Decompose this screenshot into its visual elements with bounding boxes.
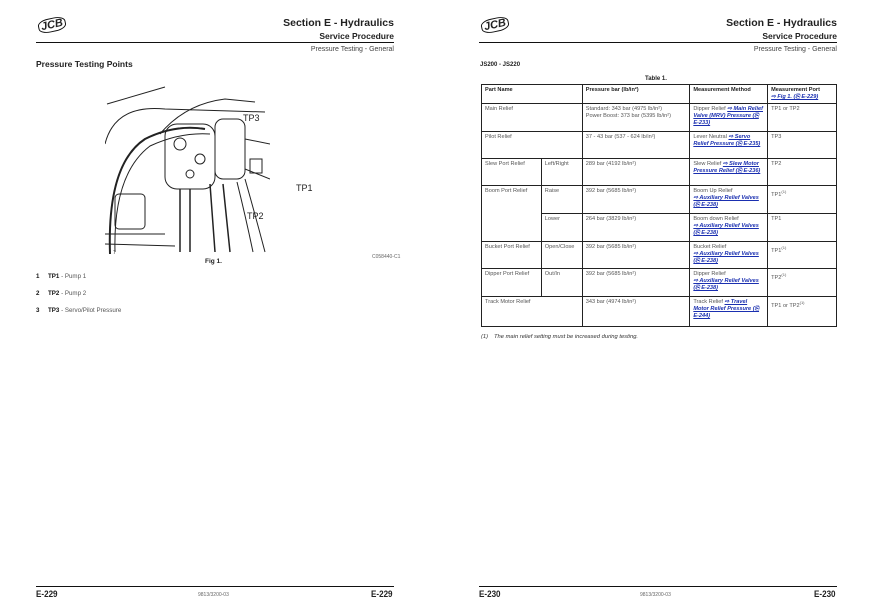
table-row: Dipper Port Relief Out/In 392 bar (5685 …	[481, 268, 837, 297]
footer-rule	[36, 586, 394, 587]
document-number: 9813/3200-03	[640, 592, 671, 598]
table-row: Boom Port Relief Raise 392 bar (5685 lb/…	[481, 185, 837, 242]
pressure-value: 343 bar (4974 lb/in²)	[581, 296, 691, 327]
section-title: Section E - Hydraulics	[283, 17, 394, 29]
pressure-value: Standard: 343 bar (4975 lb/in²)Power Boo…	[581, 103, 691, 132]
header-port: Measurement Port⇨ Fig 1. (⎘ E-229)	[767, 84, 837, 104]
direction: Raise	[540, 185, 583, 214]
page-subtitle: Pressure Testing - General	[310, 46, 394, 53]
header-rule	[36, 42, 394, 44]
part-name: Track Motor Relief	[481, 296, 583, 327]
pressure-value: 264 bar (3829 lb/in²)	[581, 213, 691, 242]
figure-corner-number: 7	[113, 250, 116, 256]
pressure-value: 392 bar (5685 lb/in²)	[581, 185, 691, 214]
procedure-link[interactable]: ⇨ Auxiliary Relief Valves (⎘ E-238)	[693, 223, 759, 236]
method: Slew Relief ⇨ Slew Motor Pressure Relief…	[689, 158, 769, 186]
direction: Open/Close	[540, 241, 583, 269]
figure-caption: Fig 1.	[205, 258, 222, 265]
method: Lever Neutral ⇨ Servo Relief Pressure (⎘…	[689, 131, 769, 159]
jcb-logo: JCB	[36, 15, 68, 35]
page-number: E-230	[814, 589, 836, 600]
procedure-title: Service Procedure	[319, 31, 394, 41]
method: Bucket Relief ⇨ Auxiliary Relief Valves …	[689, 241, 769, 269]
method: Boom down Relief ⇨ Auxiliary Relief Valv…	[689, 213, 769, 242]
header-part-name: Part Name	[481, 84, 583, 104]
section-title: Section E - Hydraulics	[726, 17, 837, 29]
procedure-link[interactable]: ⇨ Auxiliary Relief Valves (⎘ E-238)	[693, 278, 759, 291]
pressure-value: 289 bar (4192 lb/in²)	[581, 158, 691, 186]
procedure-link[interactable]: ⇨ Auxiliary Relief Valves (⎘ E-238)	[693, 195, 759, 208]
footer-rule	[479, 586, 837, 587]
tp1-label: TP1	[296, 183, 313, 193]
page-number: E-230	[479, 589, 501, 600]
procedure-link[interactable]: ⇨ Main Relief Valve (MRV) Pressure (⎘ E-…	[693, 106, 763, 126]
direction: Left/Right	[540, 158, 583, 186]
procedure-title: Service Procedure	[762, 31, 837, 41]
port: TP1(1)	[767, 185, 837, 214]
page-subtitle: Pressure Testing - General	[753, 46, 837, 53]
tp2-label: TP2	[247, 211, 264, 221]
table-row: Main Relief Standard: 343 bar (4975 lb/i…	[481, 103, 837, 132]
procedure-link[interactable]: ⇨ Auxiliary Relief Valves (⎘ E-238)	[693, 251, 759, 264]
model-label: JS200 - JS220	[480, 62, 521, 68]
port: TP2	[767, 158, 837, 186]
port: TP1	[767, 213, 837, 242]
port: TP3	[767, 131, 837, 159]
page-number: E-229	[371, 589, 393, 600]
part-name: Dipper Port Relief	[481, 268, 542, 297]
part-name: Main Relief	[481, 103, 583, 132]
pressure-table: Part Name Pressure bar (lb/in²) Measurem…	[481, 84, 837, 327]
page-heading: Pressure Testing Points	[36, 59, 133, 69]
tp3-label: TP3	[243, 113, 260, 123]
port: TP1 or TP2	[767, 103, 837, 132]
part-name: Pilot Relief	[481, 131, 583, 159]
page-number: E-229	[36, 589, 58, 600]
table-caption: Table 1.	[645, 76, 667, 82]
table-row: Lower 264 bar (3829 lb/in²) Boom down Re…	[482, 213, 837, 242]
port: TP2(1)	[767, 268, 837, 297]
fig-link[interactable]: ⇨ Fig 1. (⎘ E-229)	[771, 94, 819, 100]
procedure-link[interactable]: ⇨ Travel Motor Relief Pressure (⎘ E-244)	[693, 299, 760, 319]
pressure-value: 37 - 43 bar (537 - 624 lb/in²)	[581, 131, 691, 159]
hydraulic-pump-figure	[105, 86, 270, 255]
pressure-value: 392 bar (5685 lb/in²)	[581, 241, 691, 269]
procedure-link[interactable]: ⇨ Servo Relief Pressure (⎘ E-235)	[693, 134, 761, 147]
table-row: Slew Port Relief Left/Right 289 bar (419…	[481, 158, 837, 186]
table-row: Bucket Port Relief Open/Close 392 bar (5…	[481, 241, 837, 269]
port: TP1 or TP2(1)	[767, 296, 837, 327]
header-rule	[479, 42, 837, 44]
pressure-value: 392 bar (5685 lb/in²)	[581, 268, 691, 297]
direction: Out/In	[540, 268, 583, 297]
header-method: Measurement Method	[689, 84, 769, 104]
method: Track Relief ⇨ Travel Motor Relief Press…	[689, 296, 769, 327]
figure-code: C058440-C1	[372, 254, 401, 260]
method: Boom Up Relief ⇨ Auxiliary Relief Valves…	[689, 185, 769, 214]
method: Dipper Relief ⇨ Auxiliary Relief Valves …	[689, 268, 769, 297]
part-name: Slew Port Relief	[481, 158, 542, 186]
part-name: Boom Port Relief	[481, 185, 542, 242]
document-number: 9813/3200-03	[198, 592, 229, 598]
footnote: (1)The main relief setting must be incre…	[481, 334, 639, 340]
part-name: Bucket Port Relief	[481, 241, 542, 269]
port: TP1(1)	[767, 241, 837, 269]
table-row: Track Motor Relief 343 bar (4974 lb/in²)…	[481, 296, 837, 327]
direction: Lower	[540, 213, 583, 242]
procedure-link[interactable]: ⇨ Slew Motor Pressure Relief (⎘ E-236)	[693, 161, 761, 174]
jcb-logo: JCB	[479, 15, 511, 35]
table-row: Pilot Relief 37 - 43 bar (537 - 624 lb/i…	[481, 131, 837, 159]
method: Dipper Relief ⇨ Main Relief Valve (MRV) …	[689, 103, 769, 132]
header-pressure: Pressure bar (lb/in²)	[581, 84, 691, 104]
